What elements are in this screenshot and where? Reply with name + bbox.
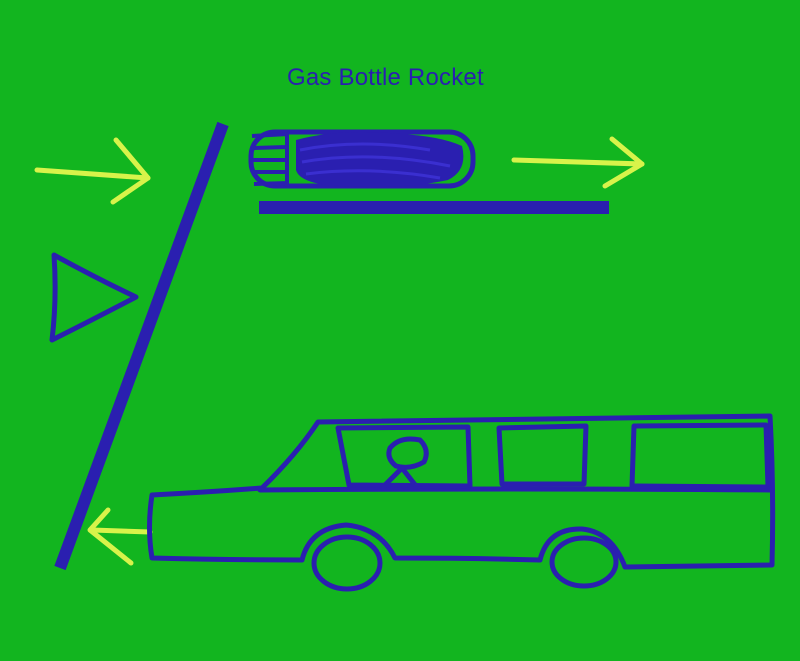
ramp-line [54, 121, 229, 571]
triangle-shape [49, 252, 139, 343]
incoming-arrow [34, 137, 151, 205]
gas-bottle-rocket [248, 129, 476, 189]
drawing-title: Gas Bottle Rocket [287, 64, 484, 91]
return-arrow [87, 507, 153, 566]
outgoing-arrow [511, 136, 645, 189]
car-drawing [147, 413, 776, 592]
launch-rail [259, 201, 609, 214]
